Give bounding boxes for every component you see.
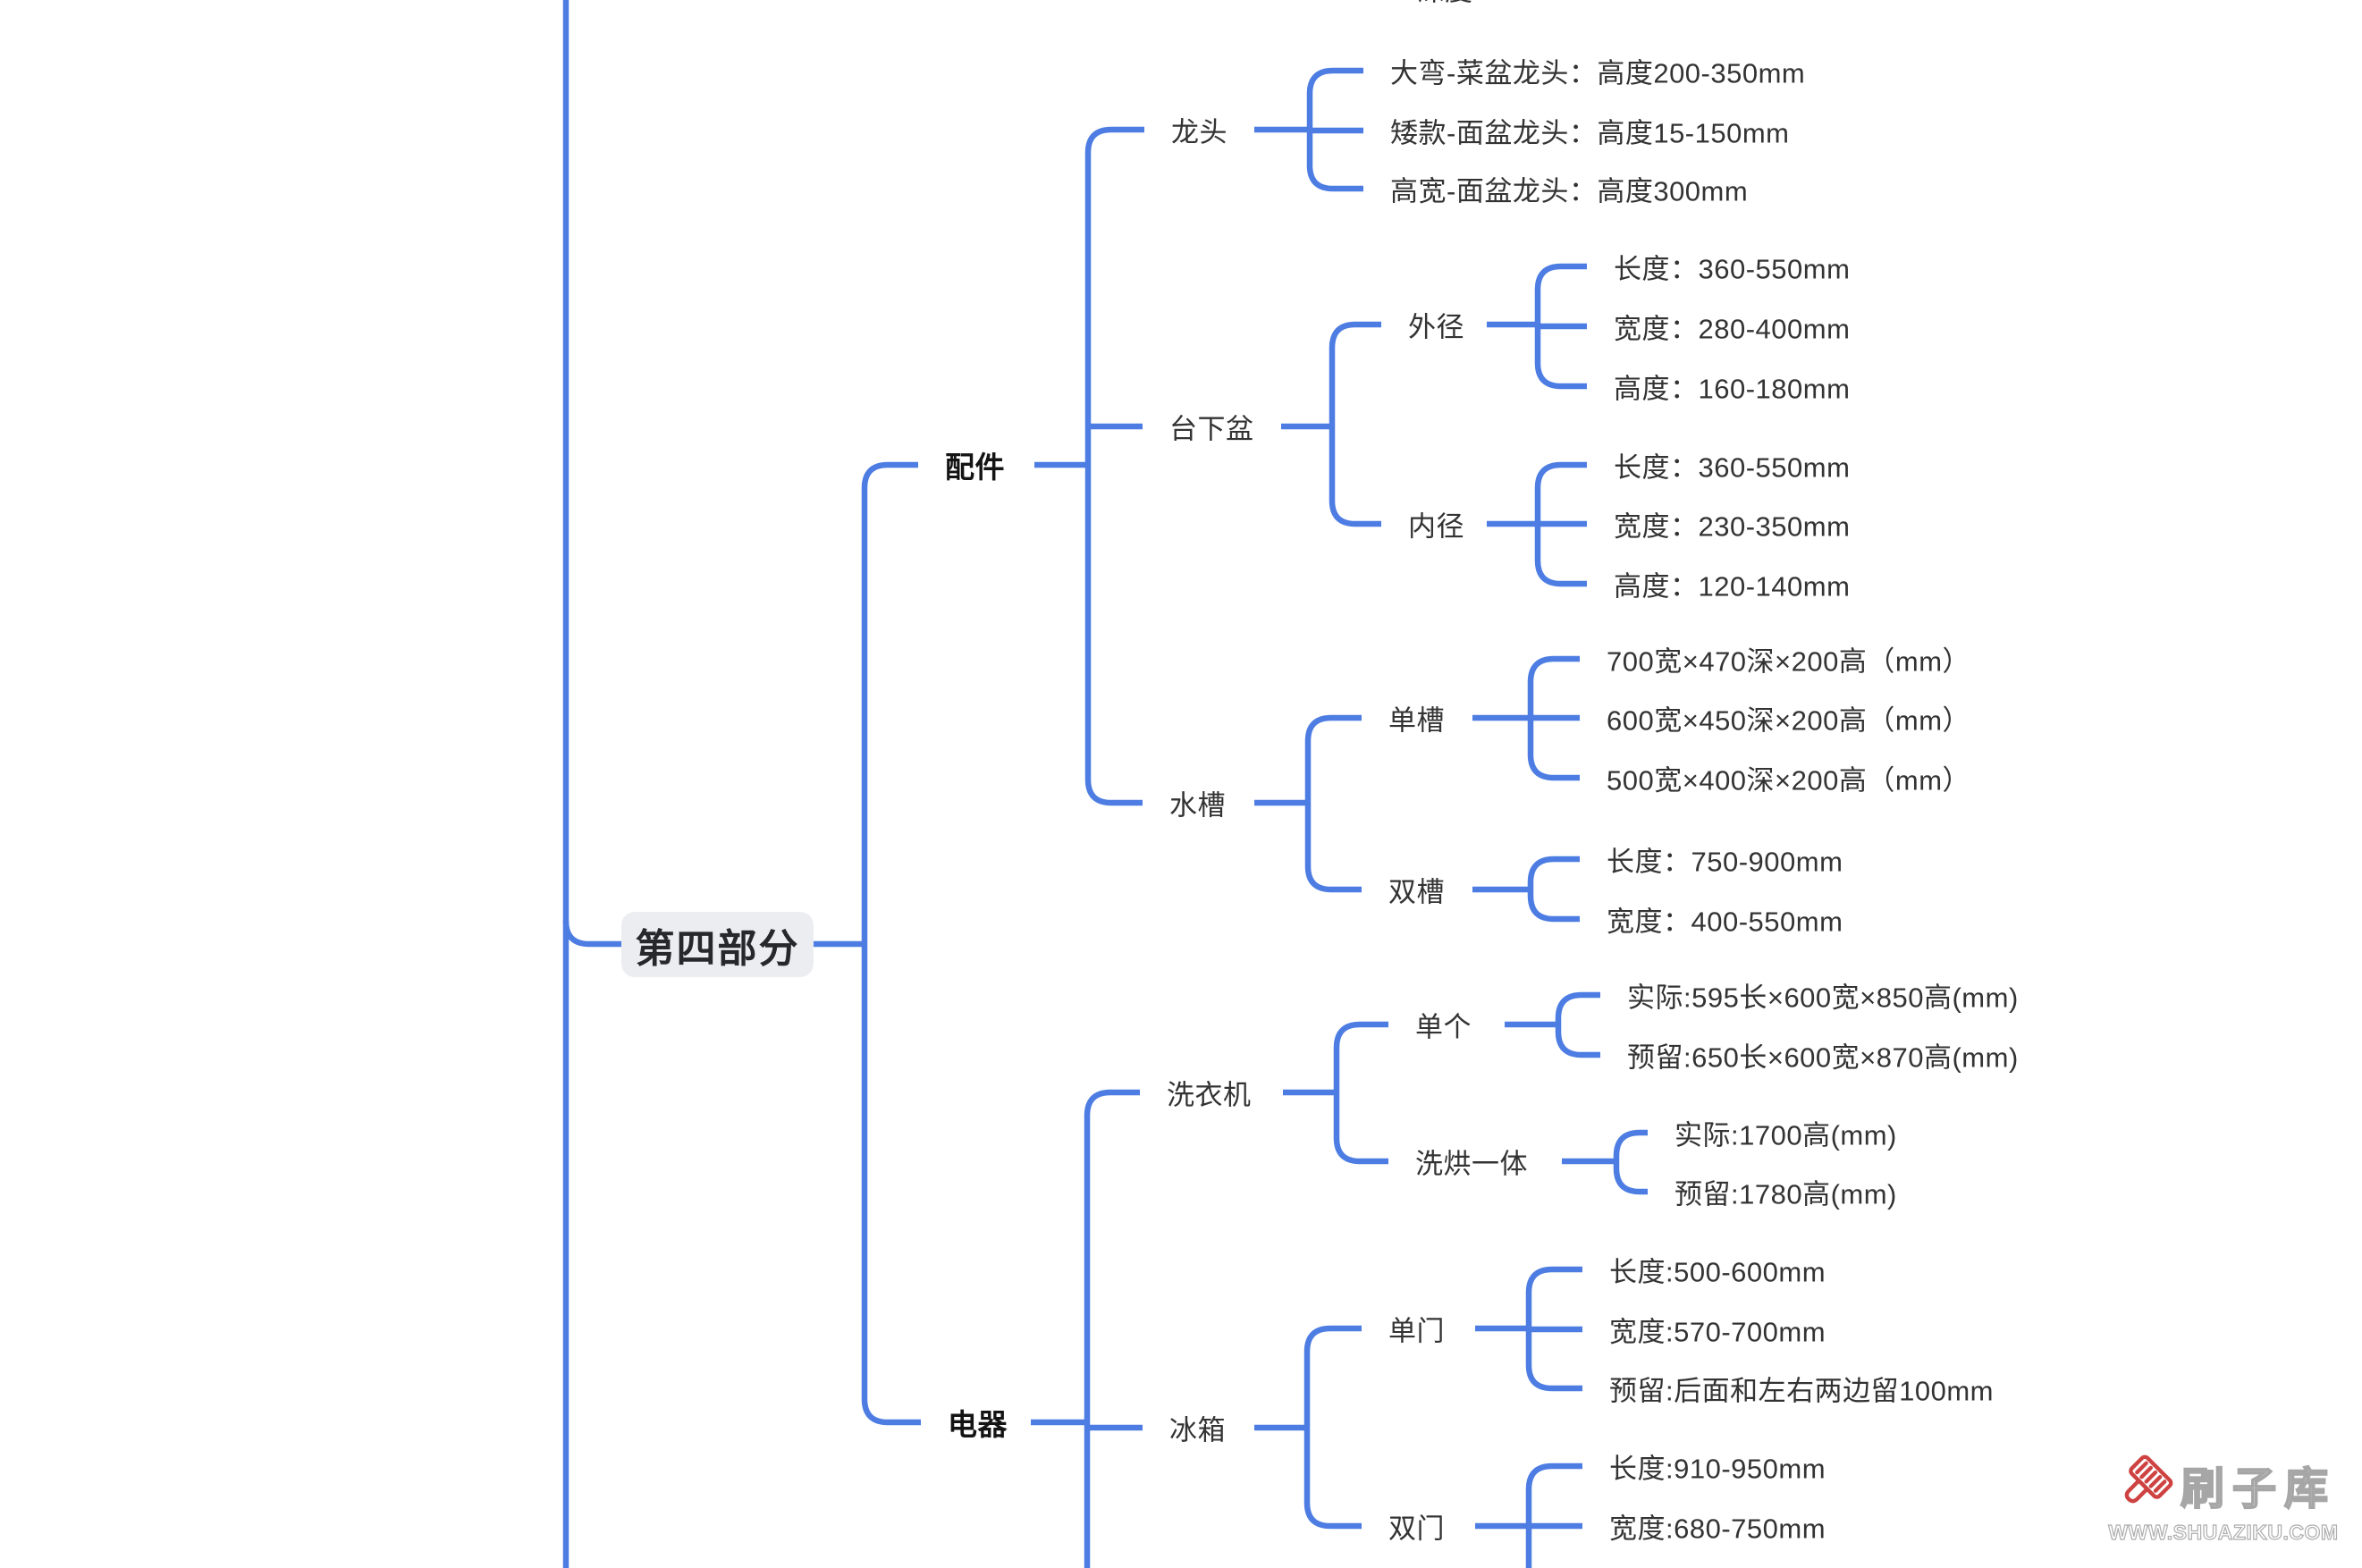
- mindmap-node[interactable]: 长度:910-950mm: [1609, 1453, 1826, 1485]
- mindmap-node[interactable]: 内径: [1408, 510, 1464, 543]
- watermark: 刷子库 WWW.SHUAZIKU.COM: [2103, 1454, 2344, 1545]
- mindmap-node[interactable]: 预留:650长×600宽×870高(mm): [1627, 1041, 2019, 1074]
- mindmap-node[interactable]: 实际:1700高(mm): [1674, 1119, 1897, 1151]
- mindmap-node[interactable]: 配件: [945, 451, 1005, 484]
- watermark-url: WWW.SHUAZIKU.COM: [2108, 1520, 2339, 1544]
- mindmap-node[interactable]: 宽度：230-350mm: [1614, 510, 1851, 543]
- brush-icon: [2124, 1454, 2173, 1503]
- mindmap-node[interactable]: 预留:后面和左右两边留100mm: [1609, 1375, 1994, 1407]
- mindmap-node[interactable]: 洗衣机: [1167, 1079, 1252, 1111]
- mindmap-node[interactable]: 单门: [1388, 1315, 1445, 1347]
- mindmap-node[interactable]: 大弯-菜盆龙头：高度200-350mm: [1390, 57, 1806, 89]
- mindmap-node[interactable]: 宽度：280-400mm: [1614, 313, 1851, 345]
- mindmap-node[interactable]: 预留:1780高(mm): [1674, 1178, 1897, 1210]
- mindmap-node[interactable]: 实际:595长×600宽×850高(mm): [1627, 982, 2019, 1014]
- mindmap-node[interactable]: 长度:500-600mm: [1609, 1256, 1826, 1288]
- mindmap-node[interactable]: 龙头: [1171, 116, 1227, 148]
- mindmap-node[interactable]: 水槽: [1169, 789, 1226, 822]
- mindmap-node[interactable]: 700宽×470深×200高（mm）: [1607, 645, 1971, 678]
- mindmap-node[interactable]: 高宽-面盆龙头：高度300mm: [1390, 175, 1749, 207]
- root-node[interactable]: 第四部分: [621, 912, 814, 977]
- mindmap-node[interactable]: 单个: [1415, 1011, 1472, 1043]
- mindmap-node[interactable]: 长度：360-550mm: [1614, 451, 1851, 484]
- mindmap-node[interactable]: 洗烘一体: [1415, 1148, 1528, 1180]
- mindmap-node[interactable]: 电器: [948, 1408, 1008, 1441]
- mindmap-node[interactable]: 台下盆: [1169, 413, 1254, 445]
- mindmap-node[interactable]: 宽度:570-700mm: [1609, 1316, 1826, 1348]
- mindmap-node[interactable]: 长度：360-550mm: [1614, 253, 1851, 285]
- mindmap-node[interactable]: 宽度:680-750mm: [1609, 1513, 1826, 1545]
- mindmap-node[interactable]: 宽度：400-550mm: [1607, 906, 1843, 938]
- mindmap-node[interactable]: 单槽: [1388, 704, 1445, 737]
- mindmap-node[interactable]: 高度：160-180mm: [1614, 373, 1851, 405]
- mindmap-node[interactable]: 双门: [1388, 1513, 1445, 1545]
- mindmap-node[interactable]: 外径: [1408, 311, 1464, 343]
- mindmap-node[interactable]: 冰箱: [1169, 1414, 1226, 1446]
- mindmap-node[interactable]: 矮款-面盆龙头：高度15-150mm: [1390, 117, 1790, 149]
- watermark-brand: 刷子库: [2180, 1464, 2336, 1514]
- mindmap-node[interactable]: 600宽×450深×200高（mm）: [1607, 704, 1971, 737]
- mindmap-node[interactable]: 双槽: [1388, 876, 1445, 908]
- mindmap-node[interactable]: 长度：750-900mm: [1607, 846, 1843, 878]
- watermark-logo-row: 刷子库: [2103, 1454, 2344, 1517]
- mindmap-node[interactable]: 高度：120-140mm: [1614, 570, 1851, 603]
- mindmap-node[interactable]: 500宽×400深×200高（mm）: [1607, 764, 1971, 797]
- clipped-node-fragment: 深度: [1417, 0, 1472, 9]
